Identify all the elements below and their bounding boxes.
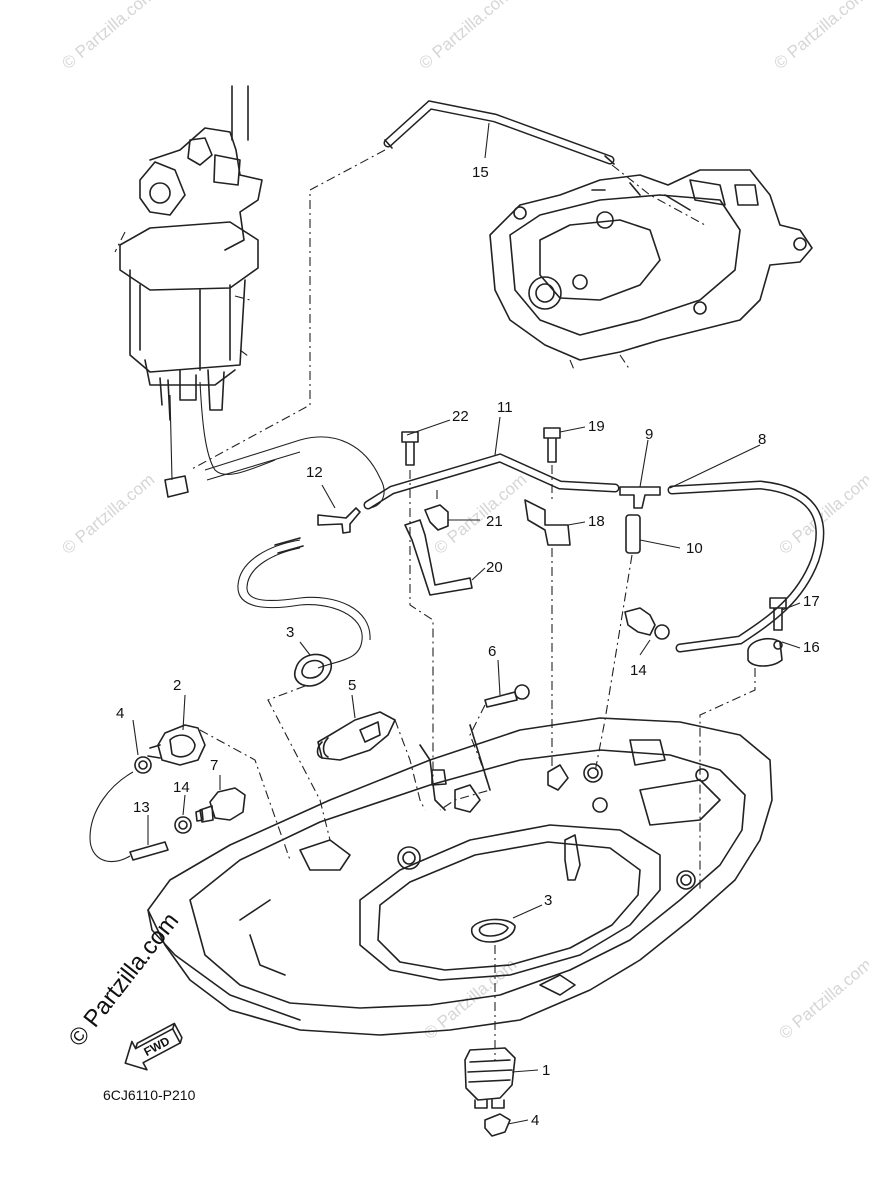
callout-labels: 15 11 22 19 9 8 12 21 18 10 20 17 3 16 1… xyxy=(116,164,820,1129)
guide-22 xyxy=(409,470,434,780)
bolt-22 xyxy=(401,431,419,466)
callout-20: 20 xyxy=(486,559,503,576)
callout-18: 18 xyxy=(588,513,605,530)
callout-11: 11 xyxy=(497,399,513,416)
callout-3-lower: 3 xyxy=(544,892,552,909)
loop-hose xyxy=(237,537,371,669)
nipple-5 xyxy=(316,711,396,761)
clamp-4-lower xyxy=(484,1113,511,1137)
hose-11 xyxy=(204,436,620,510)
bracket-20 xyxy=(404,519,473,596)
watermark-layer: © Partzilla.com © Partzilla.com © Partzi… xyxy=(58,0,869,1043)
grommet-3-upper xyxy=(294,653,332,687)
callout-7: 7 xyxy=(210,757,218,774)
callout-21: 21 xyxy=(486,513,503,530)
callout-3-upper: 3 xyxy=(286,624,294,641)
guide-2 xyxy=(199,729,291,861)
fwd-arrow-icon: FWD xyxy=(124,1022,183,1071)
bolt-19 xyxy=(543,427,561,463)
watermark: © Partzilla.com xyxy=(775,955,869,1043)
grommet-2 xyxy=(147,724,206,766)
clamp-4-left xyxy=(134,756,152,774)
callout-5: 5 xyxy=(348,677,356,694)
clamp-21 xyxy=(424,504,449,531)
callout-13: 13 xyxy=(133,799,150,816)
diagram-code: 6CJ6110-P210 xyxy=(103,1087,196,1103)
callout-22: 22 xyxy=(452,408,469,425)
bottom-cowling xyxy=(147,717,773,1036)
guide-10 xyxy=(594,554,633,773)
hose-13-line xyxy=(89,771,134,863)
fitting-14-right xyxy=(624,607,670,640)
watermark: © Partzilla.com xyxy=(415,0,515,73)
callout-9: 9 xyxy=(645,426,653,443)
callout-8: 8 xyxy=(758,431,766,448)
hose-13 xyxy=(129,841,169,861)
clamp-14-left xyxy=(174,816,192,834)
callout-14-left: 14 xyxy=(173,779,190,796)
fitting-7 xyxy=(195,787,246,823)
watermark: © Partzilla.com xyxy=(58,470,158,558)
callout-17: 17 xyxy=(803,593,820,610)
callout-14-right: 14 xyxy=(630,662,647,679)
clamp-16 xyxy=(747,638,783,667)
hose-8 xyxy=(667,480,825,653)
callout-19: 19 xyxy=(588,418,605,435)
engine-block xyxy=(114,85,276,498)
guide-5 xyxy=(394,719,426,811)
guide-3-upper xyxy=(267,685,331,841)
guide-6 xyxy=(439,704,491,811)
callout-10: 10 xyxy=(686,540,703,557)
callout-1: 1 xyxy=(542,1062,550,1079)
callout-4-lower: 4 xyxy=(531,1112,539,1129)
bracket-18 xyxy=(524,499,571,546)
hose-10 xyxy=(625,514,641,554)
grommet-1 xyxy=(464,1047,516,1109)
copyright-watermark: © Partzilla.com xyxy=(63,908,184,1052)
callout-15: 15 xyxy=(472,164,489,181)
callout-16: 16 xyxy=(803,639,820,656)
guide-16 xyxy=(699,668,756,890)
callout-4-left: 4 xyxy=(116,705,124,722)
joint-9 xyxy=(619,486,661,509)
callout-12: 12 xyxy=(306,464,323,481)
screw-6 xyxy=(484,684,530,708)
watermark: © Partzilla.com xyxy=(58,0,158,73)
hose-15 xyxy=(189,100,706,471)
callout-6: 6 xyxy=(488,643,496,660)
mount-plate xyxy=(489,169,813,373)
grommet-3-lower xyxy=(470,918,516,943)
fitting-12 xyxy=(317,507,361,534)
callout-2: 2 xyxy=(173,677,181,694)
leader-lines xyxy=(132,416,801,1125)
watermark: © Partzilla.com xyxy=(770,0,869,73)
watermark: © Partzilla.com xyxy=(430,470,530,558)
